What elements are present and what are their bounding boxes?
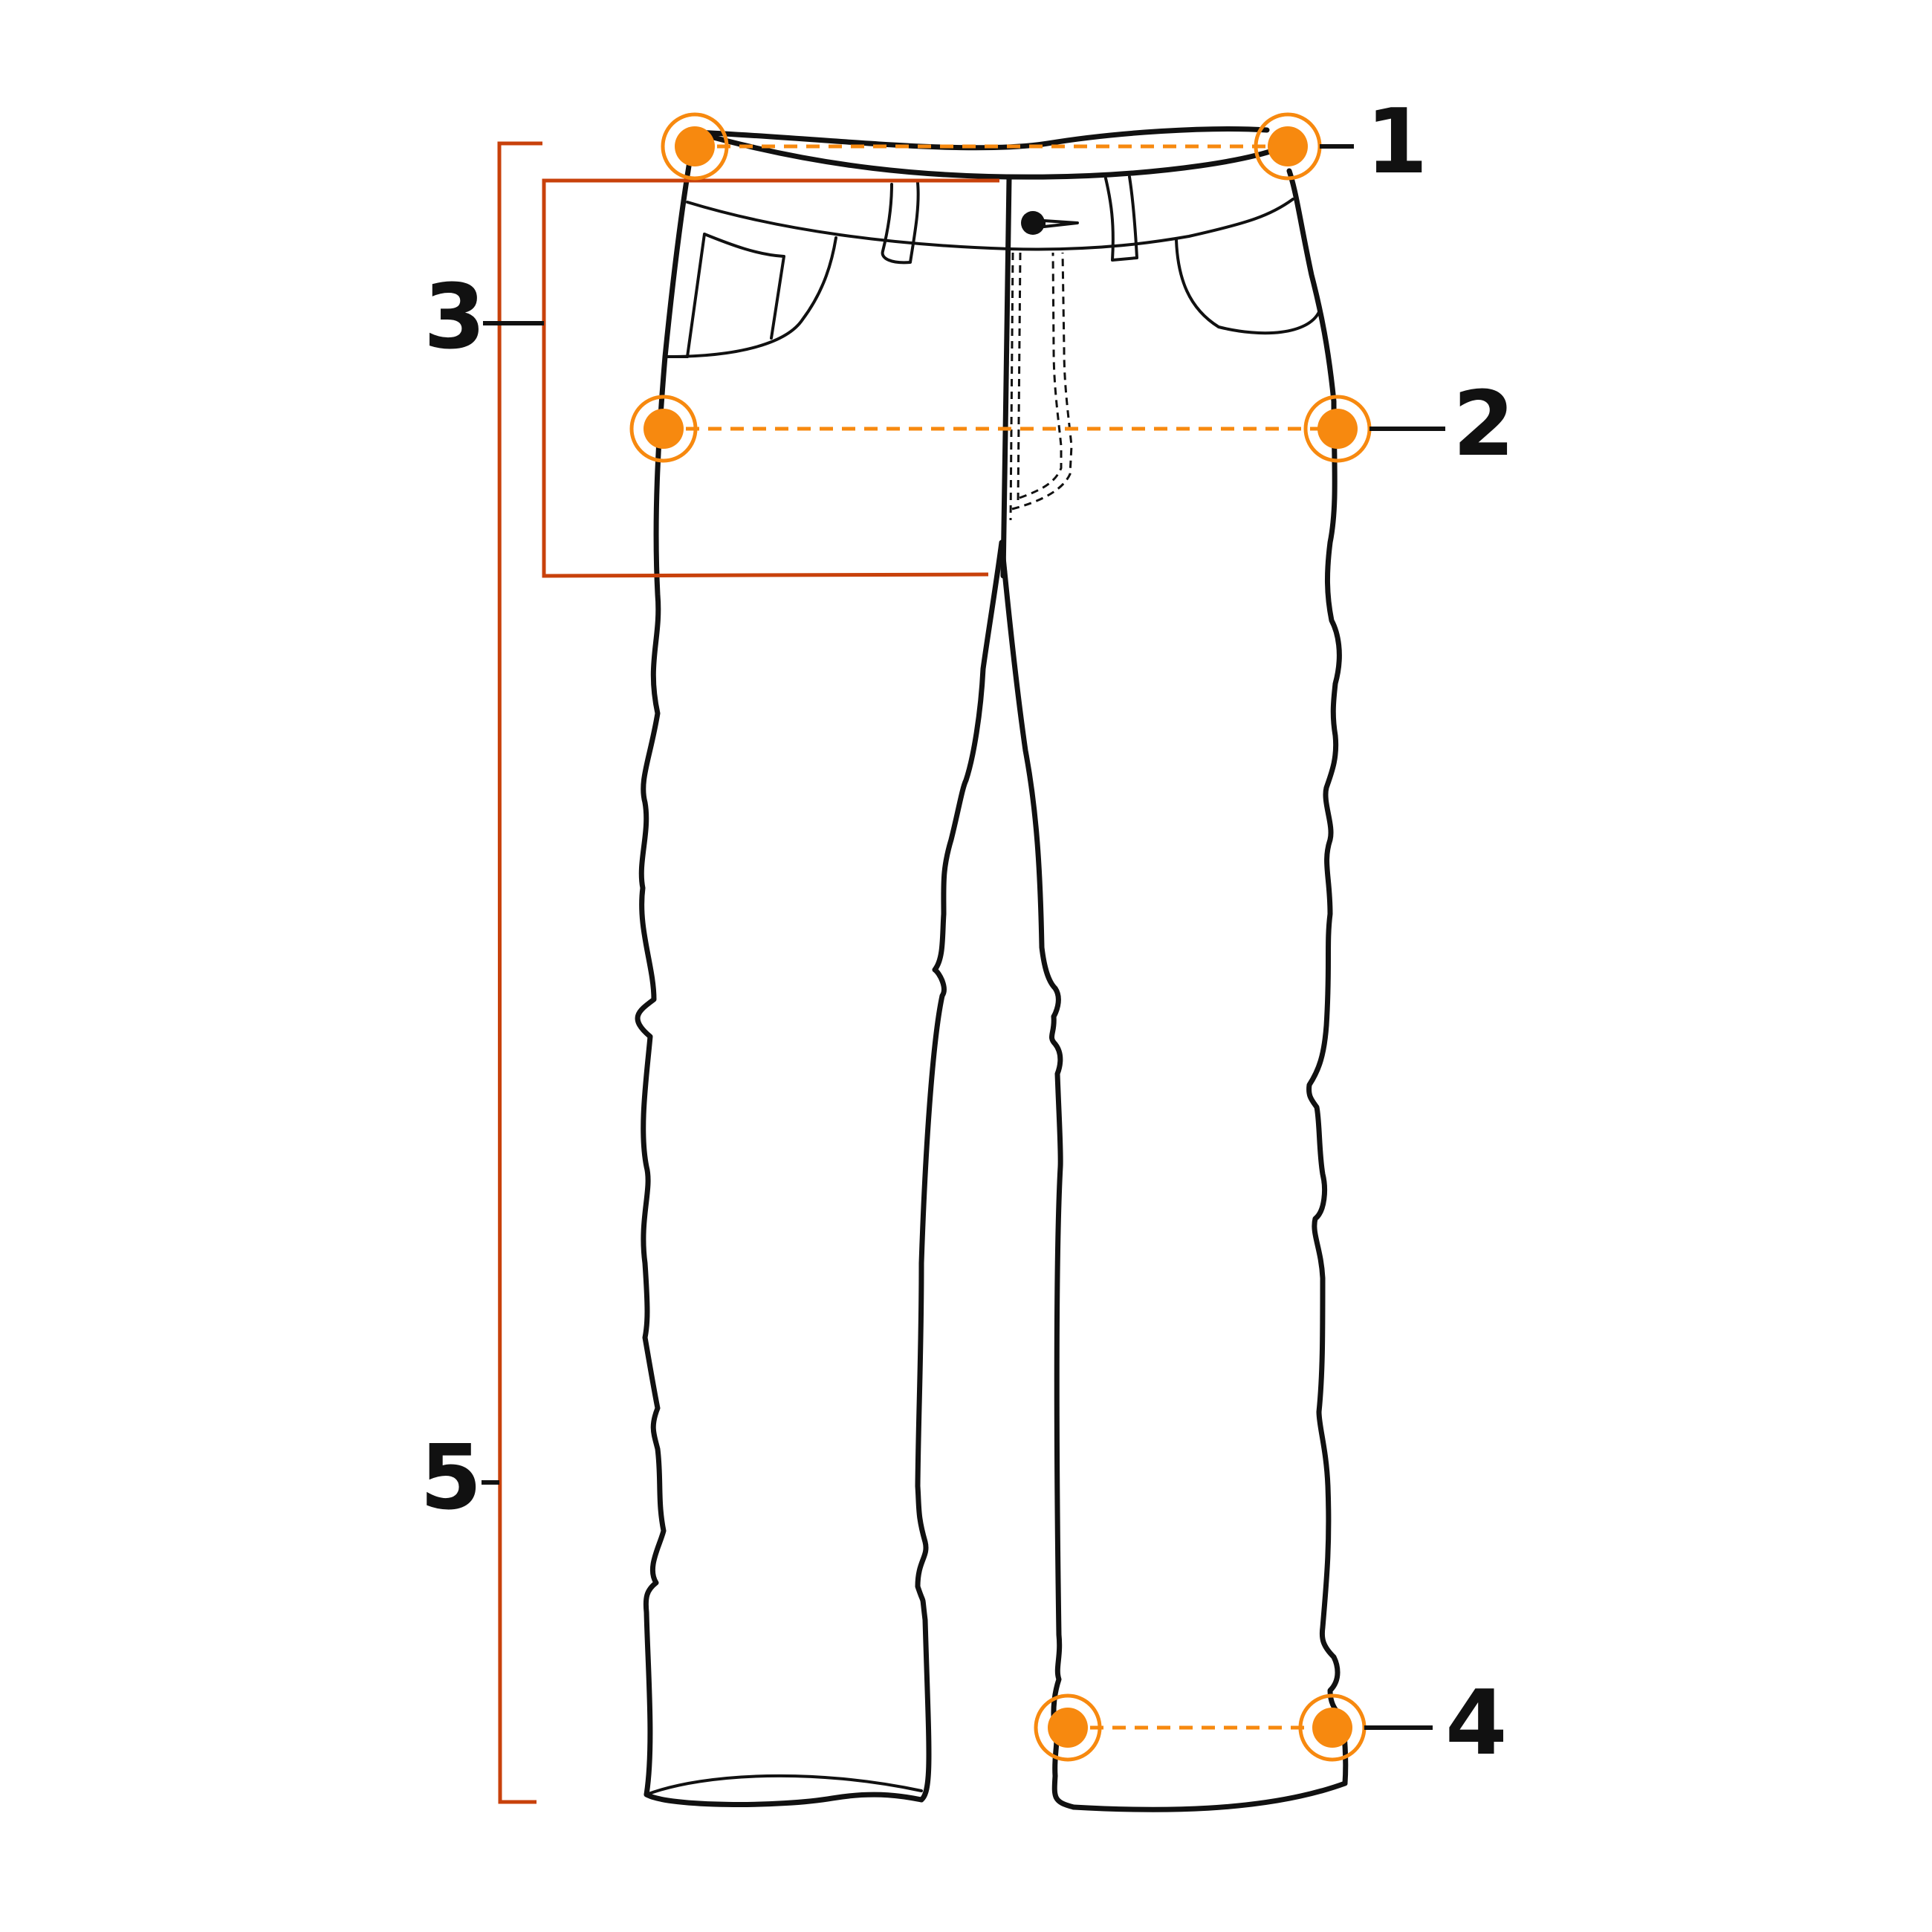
measure-point xyxy=(1268,126,1308,166)
bracket-3 xyxy=(542,178,999,578)
measurement-2-hip xyxy=(629,395,1445,463)
measurement-labels: 1 2 3 4 5 xyxy=(420,91,1515,1775)
measurement-label-5: 5 xyxy=(420,1427,482,1530)
waistband-seam xyxy=(686,198,1294,251)
left-leg-hem-inner xyxy=(645,1774,923,1796)
measure-point-ring xyxy=(629,395,698,463)
measure-point xyxy=(1048,1708,1088,1748)
measurement-label-1: 1 xyxy=(1366,91,1428,194)
left-coin-pocket xyxy=(686,233,785,358)
measurement-label-2: 2 xyxy=(1453,373,1515,476)
measure-point-ring xyxy=(1034,1693,1102,1762)
measure-point xyxy=(644,409,684,449)
measure-point-ring xyxy=(661,112,729,181)
right-leg-inner-seam xyxy=(1002,569,1077,1810)
left-front-pocket-opening xyxy=(666,236,837,358)
waistband-inner-edge xyxy=(692,129,1292,180)
measurement-4-leg-opening xyxy=(1034,1693,1433,1762)
measure-point xyxy=(1312,1708,1352,1748)
left-leg-hem xyxy=(644,1792,924,1807)
waistband-top-edge xyxy=(692,126,1270,151)
right-front-pocket-opening xyxy=(1175,239,1320,335)
measurement-1-waist xyxy=(661,112,1354,181)
fly-stitch-outer xyxy=(1009,252,1073,521)
measurement-label-4: 4 xyxy=(1445,1672,1508,1775)
fly-stitch-inner xyxy=(1017,252,1063,506)
measurement-label-3: 3 xyxy=(424,266,486,369)
measure-point xyxy=(1317,409,1358,449)
left-leg-outer-seam xyxy=(635,129,698,1798)
left-belt-loop xyxy=(881,181,920,265)
fly-center-seam xyxy=(1000,175,1012,579)
trousers-illustration xyxy=(635,126,1349,1812)
right-leg-hem xyxy=(1071,1780,1348,1812)
bracket-5 xyxy=(497,141,542,1804)
measure-point xyxy=(675,126,715,166)
button-hole xyxy=(1043,219,1079,228)
right-leg-outer-seam xyxy=(1286,168,1349,1786)
waist-button xyxy=(1021,211,1045,235)
measurement-brackets xyxy=(482,141,999,1804)
right-belt-loop xyxy=(1104,175,1138,262)
left-leg-inner-seam xyxy=(915,539,1008,1803)
